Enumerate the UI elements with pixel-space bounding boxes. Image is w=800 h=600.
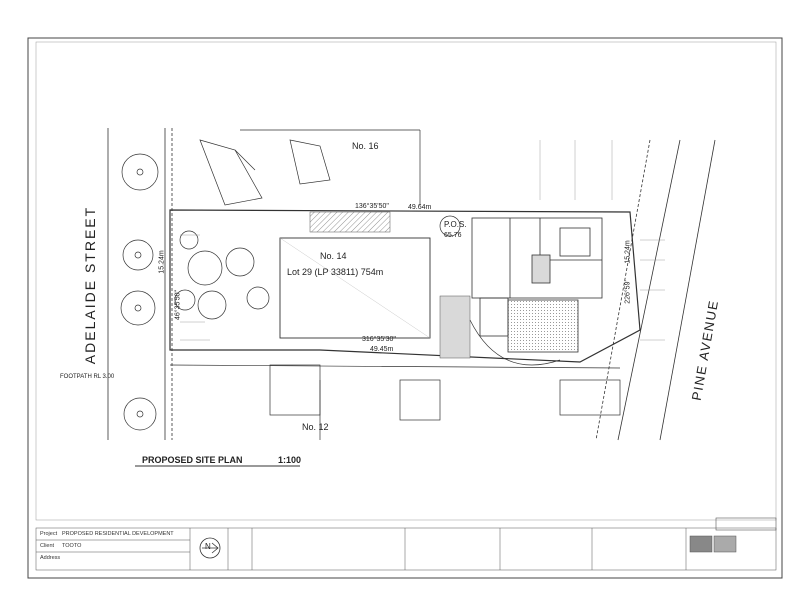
dim-south-length: 49.45m bbox=[370, 346, 394, 353]
adelaide-street-road bbox=[107, 128, 173, 440]
inner-frame bbox=[35, 41, 777, 521]
tb-project-label: Project bbox=[40, 531, 58, 537]
lot-main-description: Lot 29 (LP 33811) 754m bbox=[287, 267, 384, 277]
lot-north-label: No. 16 bbox=[352, 141, 379, 151]
adelaide-street-label: ADELAIDE STREET bbox=[82, 205, 98, 365]
dim-north-length: 49.64m bbox=[408, 204, 432, 211]
garden-path bbox=[469, 319, 561, 366]
annotation-ticks bbox=[180, 140, 665, 341]
street-trees-west bbox=[120, 153, 159, 431]
north-arrow-icon bbox=[199, 537, 221, 559]
dim-east-length: 15.24m bbox=[624, 240, 632, 264]
tb-project-value: PROPOSED RESIDENTIAL DEVELOPMENT bbox=[62, 531, 174, 537]
front-yard-trees bbox=[174, 230, 270, 320]
pos-area: 65.76 bbox=[444, 232, 462, 239]
tb-address-label: Address bbox=[40, 555, 61, 561]
lot-29-boundary bbox=[169, 209, 641, 363]
dim-west-length: 15.24m bbox=[158, 250, 166, 274]
dim-east: 226°59' bbox=[624, 280, 632, 304]
dim-north: 136°35'50" bbox=[355, 203, 389, 210]
drawing-title: PROPOSED SITE PLAN bbox=[142, 455, 243, 465]
lot-south-label: No. 12 bbox=[302, 422, 329, 432]
deck-dots bbox=[508, 300, 578, 352]
sheet-border bbox=[27, 37, 783, 579]
tb-client-value: TOOTO bbox=[62, 543, 82, 549]
title-block bbox=[35, 527, 777, 571]
tb-client-label: Client bbox=[40, 543, 55, 549]
building-envelope bbox=[279, 237, 431, 339]
pos-marker bbox=[439, 215, 461, 237]
driveway-shade bbox=[439, 295, 471, 359]
neighbour-no16 bbox=[199, 129, 421, 206]
north-hedge bbox=[309, 211, 391, 233]
lot-main-number: No. 14 bbox=[320, 251, 347, 261]
revision-box bbox=[715, 517, 777, 531]
pos-label: P.O.S. bbox=[444, 220, 467, 229]
dim-west: 46°35'50" bbox=[174, 290, 182, 320]
footpath-note: FOOTPATH RL 3.00 bbox=[60, 374, 115, 380]
drawing-scale: 1:100 bbox=[278, 455, 302, 465]
tb-north-mark: N bbox=[205, 542, 211, 551]
neighbour-no12 bbox=[169, 364, 621, 440]
dim-south: 316°35'30" bbox=[362, 336, 396, 343]
